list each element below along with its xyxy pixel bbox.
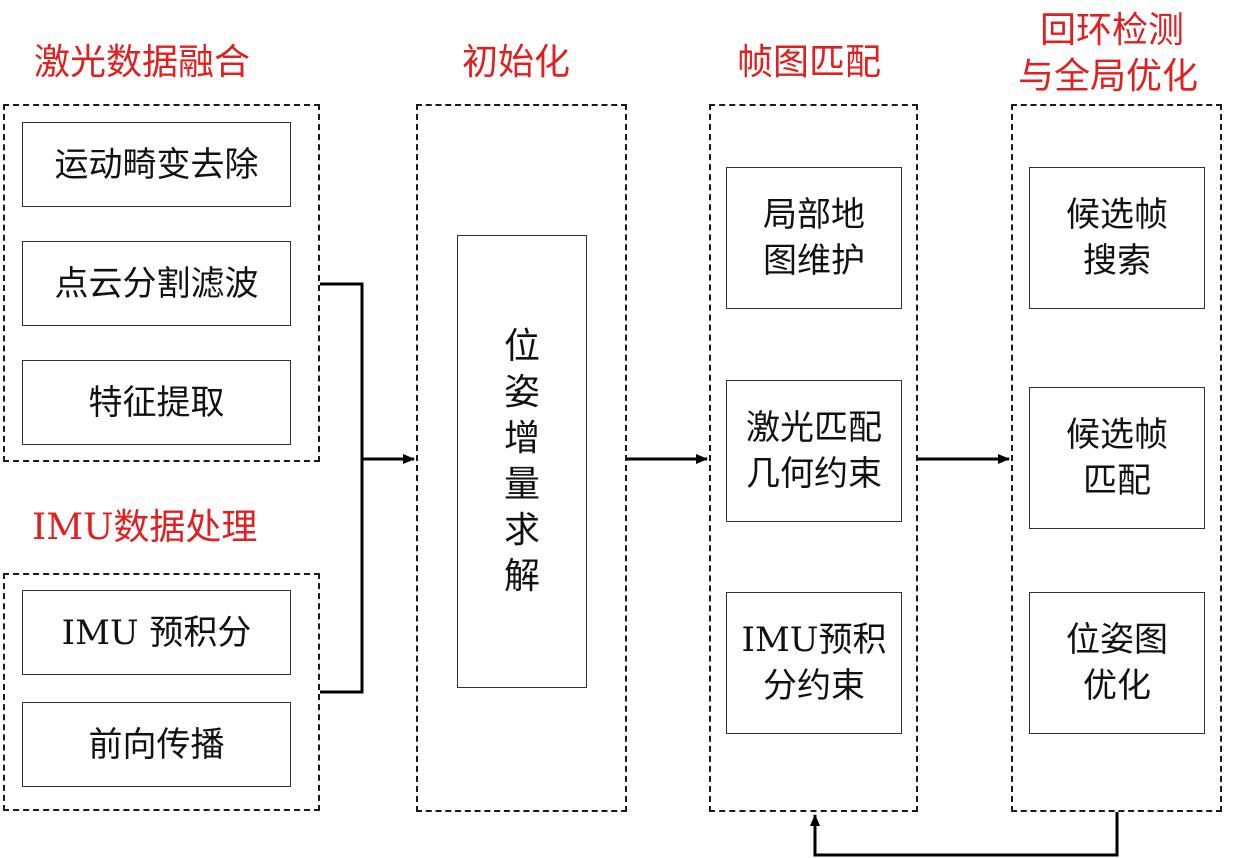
title-init: 初始化 — [462, 42, 571, 83]
title-laser-fusion: 激光数据融合 — [34, 42, 251, 83]
box-laser-constraint: 激光匹配几何约束 — [726, 380, 902, 522]
box-imu-preintegration: IMU 预积分 — [22, 590, 291, 675]
box-candidate-match: 候选帧匹配 — [1029, 387, 1205, 529]
connector-cloud-to-merge — [320, 282, 364, 459]
title-loop-line2: 与全局优化 — [1018, 56, 1199, 97]
box-motion-undistort: 运动畸变去除 — [22, 122, 291, 207]
box-pose-increment: 位姿增量求解 — [457, 235, 587, 688]
box-local-map: 局部地图维护 — [726, 167, 902, 309]
feedback-loop-to-frame-match — [810, 812, 1119, 857]
group-imu-processing — [3, 573, 320, 811]
title-imu-processing: IMU数据处理 — [32, 507, 258, 548]
box-feature-extract: 特征提取 — [22, 360, 291, 445]
group-loop-closure — [1011, 104, 1222, 812]
box-cloud-segment: 点云分割滤波 — [22, 241, 291, 326]
connector-imu-to-merge — [320, 459, 364, 694]
box-pose-graph: 位姿图优化 — [1029, 592, 1205, 734]
box-candidate-search: 候选帧搜索 — [1029, 167, 1205, 309]
title-loop-line1: 回环检测 — [1040, 10, 1185, 51]
title-frame-match: 帧图匹配 — [737, 42, 882, 83]
group-frame-match — [709, 104, 918, 812]
group-laser-fusion — [3, 104, 320, 462]
group-init — [416, 104, 627, 812]
box-forward-propagation: 前向传播 — [22, 702, 291, 787]
box-imu-constraint: IMU预积分约束 — [726, 592, 902, 734]
